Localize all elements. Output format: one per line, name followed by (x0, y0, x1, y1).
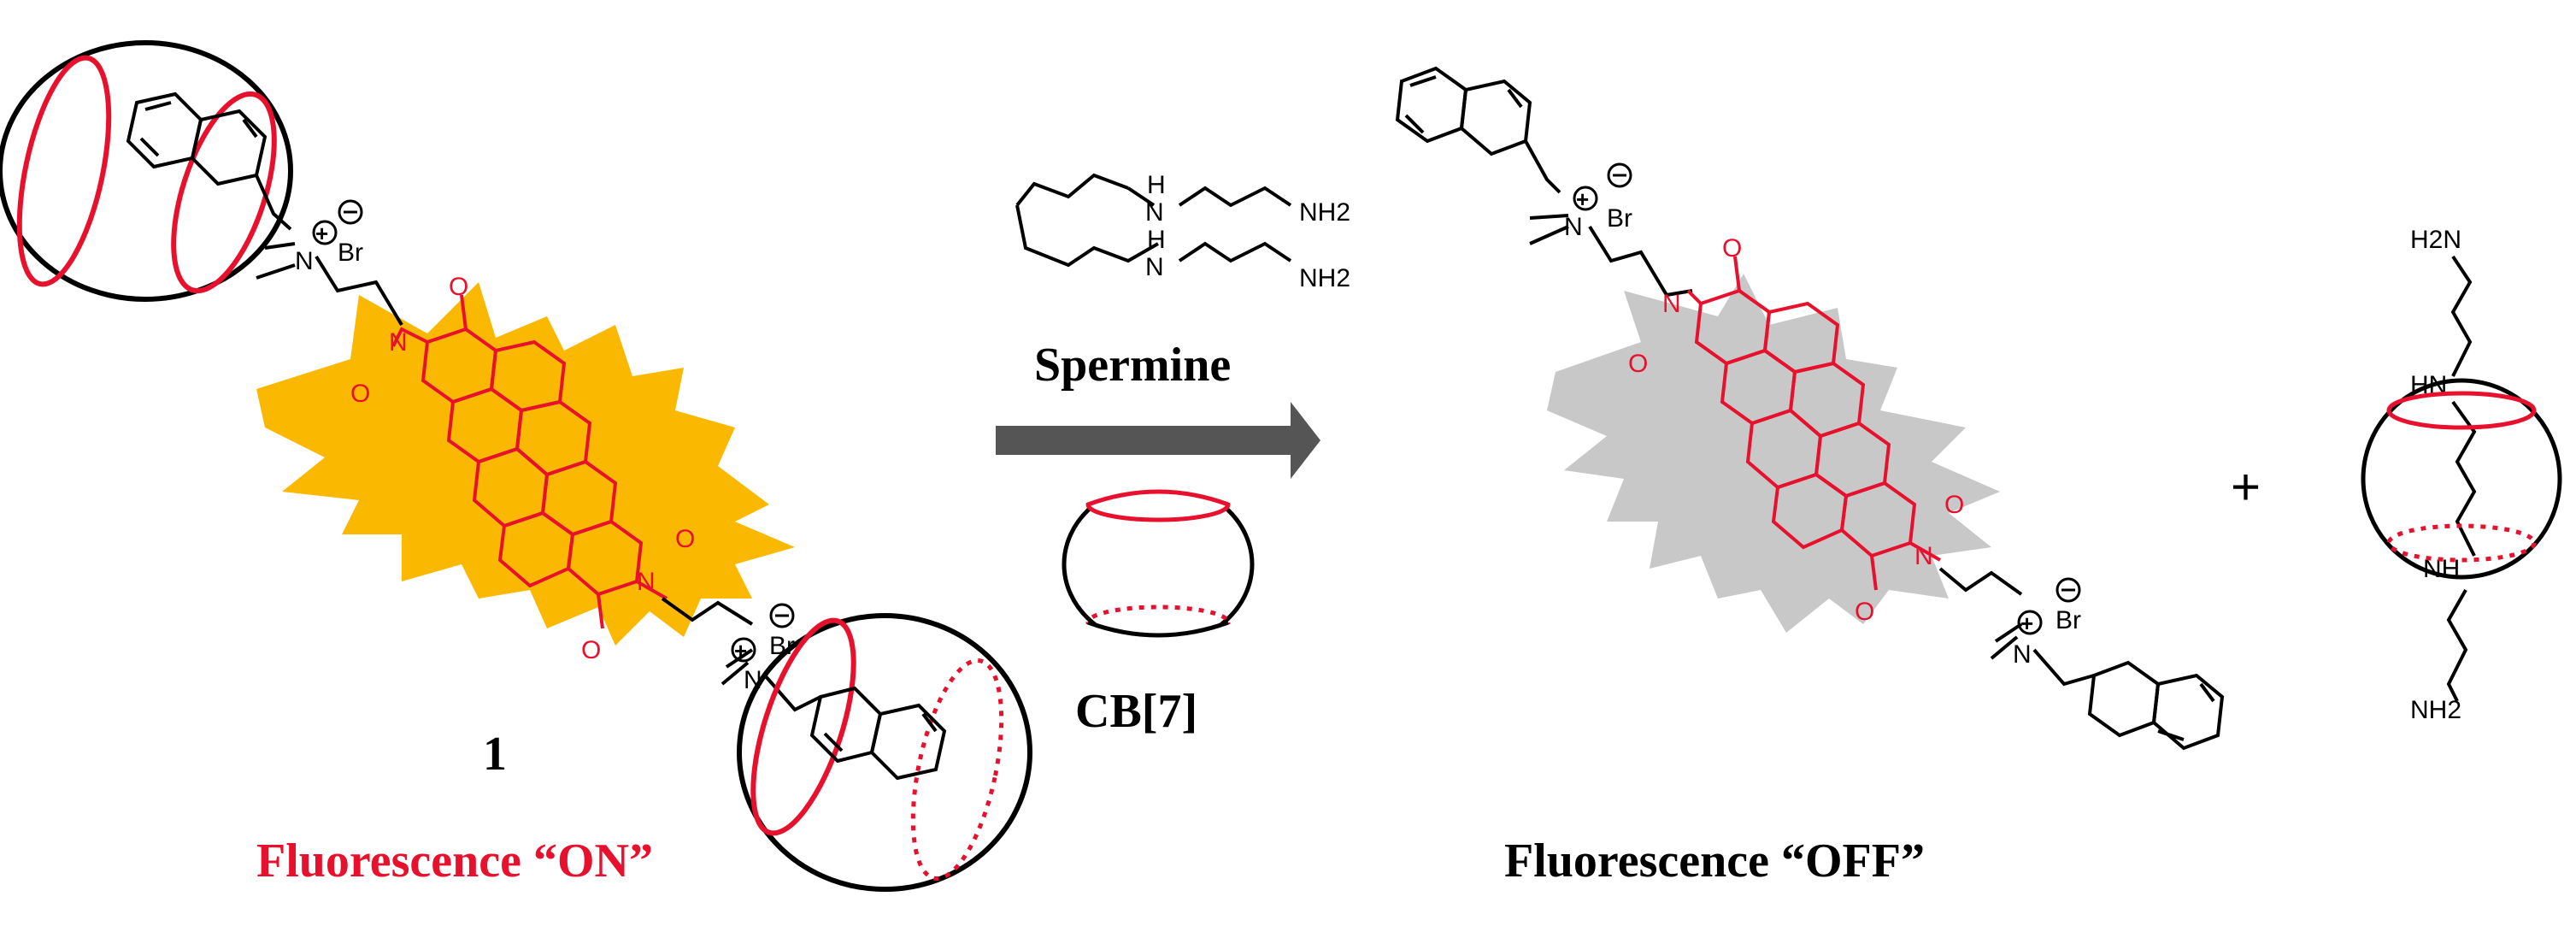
carbonyl-o-3: O (675, 525, 695, 553)
perylene-diimide-core-right (1686, 256, 1941, 591)
naphthalene-top-free (1395, 66, 1693, 298)
reaction-arrow-group: N H N H NH2 NH2 Spermine CB[7] (996, 171, 1350, 738)
reaction-arrow-shaft (996, 426, 1295, 455)
quaternary-n-top: N (295, 247, 314, 275)
linker-bottom (661, 597, 821, 712)
spermine-nh2-top: NH2 (1299, 198, 1350, 227)
linker-top (255, 174, 403, 327)
spermine-n-bottom: N (1145, 253, 1164, 281)
carbonyl-o-free-1: O (1722, 234, 1742, 262)
bromide-bottom-free: Br (2056, 606, 2081, 634)
fluorescence-off-label: Fluorescence “OFF” (1504, 835, 1925, 888)
plus-charge-text: + (2020, 610, 2033, 636)
carbonyl-o-1: O (449, 273, 468, 301)
spermine-n-top: N (1145, 198, 1164, 227)
plus-sign: + (2231, 458, 2261, 516)
perylene-diimide-core-left (391, 294, 668, 629)
carbonyl-o-free-3: O (1944, 491, 1964, 519)
bromide-top: Br (338, 239, 363, 267)
complex-h2n-top: H2N (2410, 226, 2461, 254)
negative-charge-icon (769, 603, 795, 628)
linker-bottom-free (1938, 567, 2095, 687)
spermine-structure (1015, 173, 1292, 268)
positive-charge-icon (731, 637, 756, 663)
imide-n-top: N (389, 328, 408, 357)
carbonyl-o-free-2: O (1628, 350, 1648, 378)
bromide-top-free: Br (1607, 204, 1632, 233)
carbonyl-o-free-4: O (1855, 598, 1874, 626)
reaction-arrow-head (1291, 402, 1320, 479)
imide-n-top-free: N (1662, 290, 1681, 318)
spermine-nh2-bottom: NH2 (1299, 264, 1350, 292)
imide-n-bottom: N (637, 568, 656, 596)
naphthalene-bottom (809, 686, 947, 781)
spermine-h-top: H (1147, 171, 1166, 199)
left-complex: N + Br N O O O N O (0, 40, 1032, 892)
cb7-portal-top-right (171, 91, 277, 294)
naphthalene-top (126, 91, 268, 186)
plus-charge-text: + (1576, 186, 1589, 212)
fluorescence-glow-burst (256, 282, 795, 646)
cb7-portal-complex-bottom (2386, 523, 2537, 563)
carbonyl-o-2: O (350, 380, 370, 408)
negative-charge-icon (1607, 162, 1632, 188)
compound-number: 1 (483, 728, 507, 781)
spermine-label: Spermine (1034, 339, 1231, 392)
cb7-portal-complex-top (2386, 391, 2537, 430)
cb7-ring-bottom (737, 613, 1032, 892)
cb7-reagent-icon (1060, 479, 1256, 650)
cb7-portal-bottom-right (910, 658, 1004, 882)
carbonyl-o-4: O (581, 636, 601, 664)
imide-n-bottom-free: N (1914, 542, 1933, 570)
spermine-h-bottom: H (1147, 226, 1166, 254)
cb7-ring-complex (2361, 378, 2562, 580)
right-product: N + Br N O O O N O (1395, 66, 2225, 888)
positive-charge-icon (312, 220, 338, 245)
cb7-ring-top (0, 40, 293, 302)
plus-charge-text: + (315, 221, 328, 246)
quaternary-n-top-free: N (1564, 213, 1583, 241)
negative-charge-icon (2056, 577, 2081, 603)
negative-charge-icon (338, 199, 363, 225)
complex-nh2-bottom: NH2 (2410, 696, 2461, 724)
positive-charge-icon (2017, 610, 2043, 635)
cb7-label: CB[7] (1075, 685, 1197, 738)
spermine-cb7-complex: H2N HN NH NH2 (2361, 226, 2562, 724)
fluorescence-on-label: Fluorescence “ON” (256, 835, 653, 888)
positive-charge-icon (1573, 186, 1598, 211)
naphthalene-bottom-free (2087, 660, 2225, 751)
quaternary-n-bottom-free: N (2013, 640, 2032, 669)
fluorescence-glow-burst-gray (1547, 274, 2000, 633)
plus-charge-text: + (734, 638, 747, 664)
cb7-portal-bottom-left (750, 617, 856, 836)
cb7-portal-top-left (16, 55, 112, 287)
spermine-chain-threaded (2446, 255, 2477, 702)
